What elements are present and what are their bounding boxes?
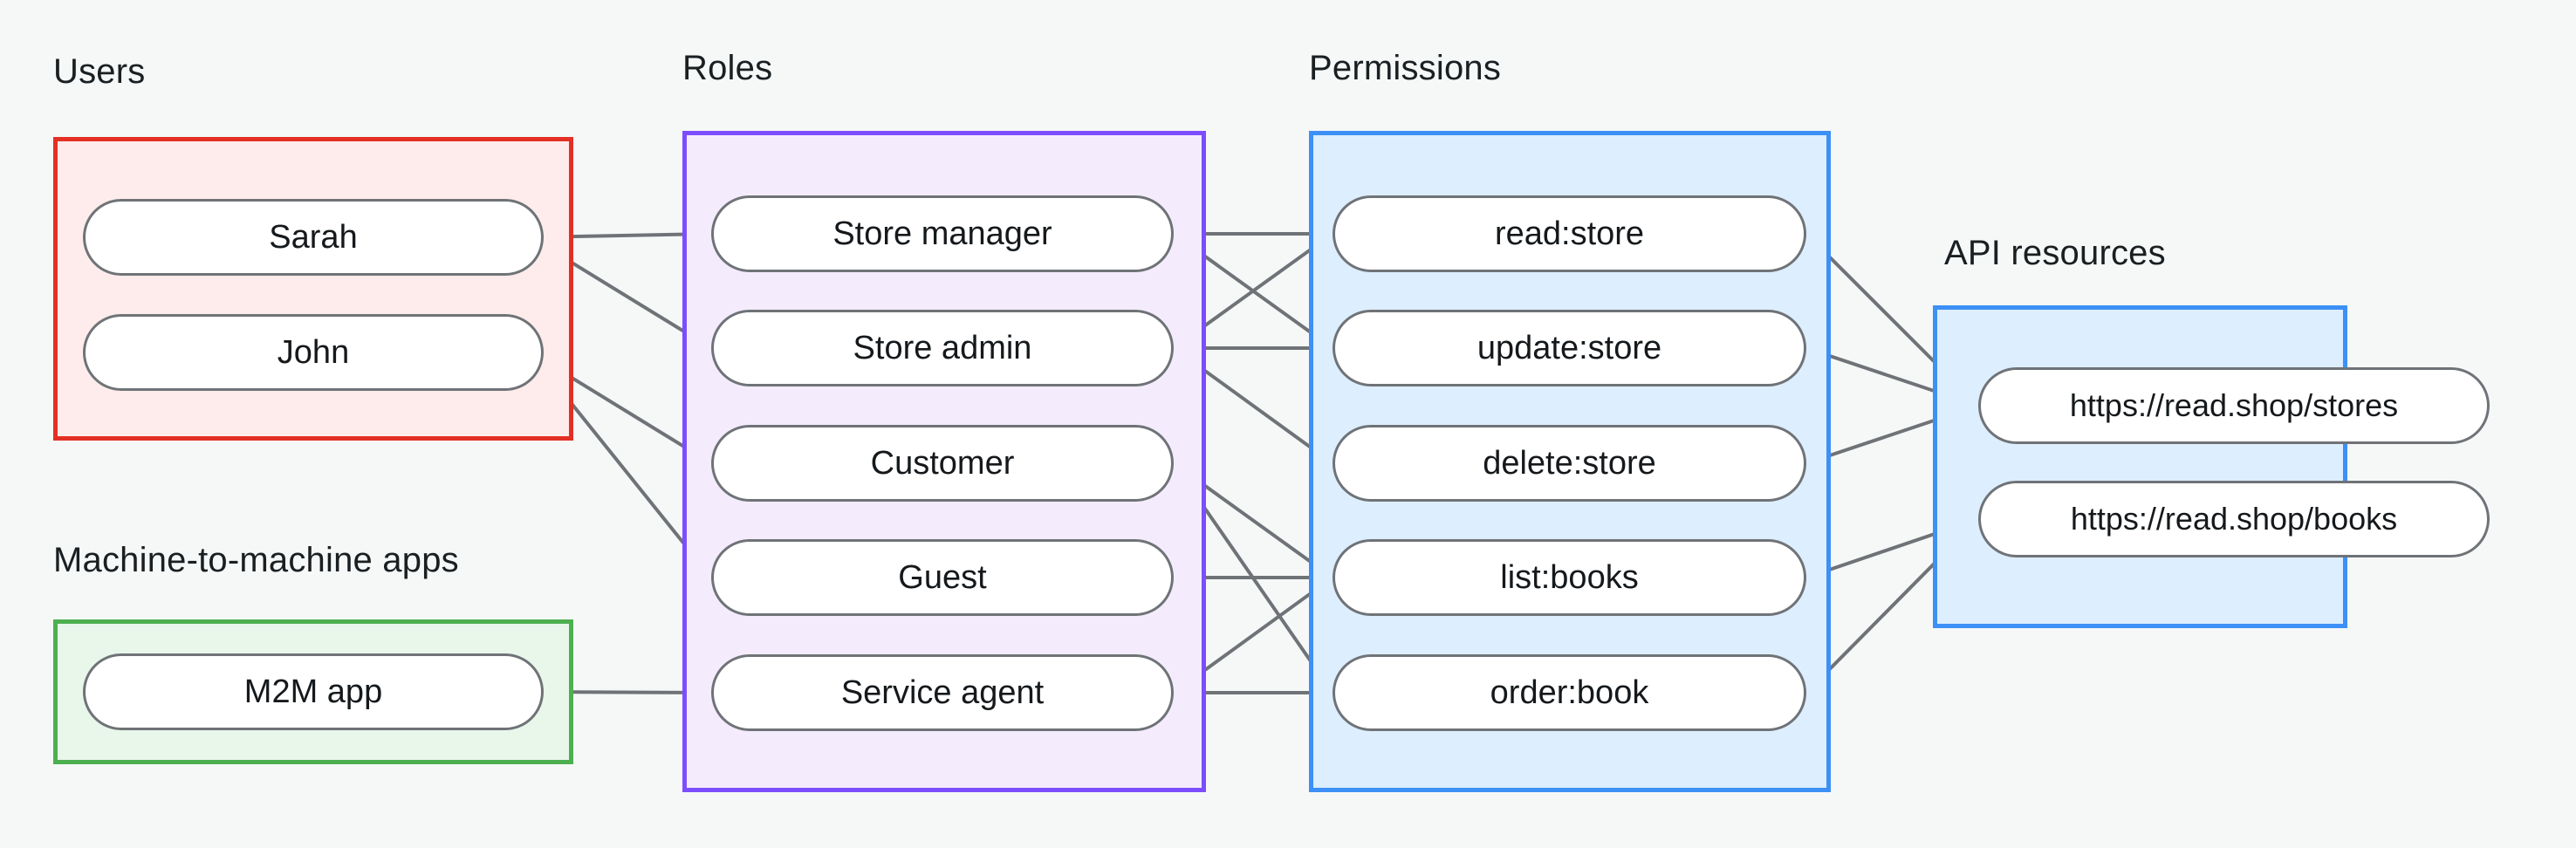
node-res-stores[interactable]: https://read.shop/stores — [1978, 367, 2490, 444]
node-label: list:books — [1500, 558, 1639, 596]
group-container-users — [53, 137, 573, 441]
node-customer[interactable]: Customer — [711, 425, 1174, 502]
group-label-users: Users — [53, 52, 146, 91]
node-label: Guest — [898, 558, 987, 596]
node-res-books[interactable]: https://read.shop/books — [1978, 481, 2490, 557]
node-label: Customer — [870, 444, 1015, 482]
node-label: update:store — [1476, 329, 1662, 366]
node-m2m-app[interactable]: M2M app — [83, 653, 544, 730]
node-store-manager[interactable]: Store manager — [711, 195, 1174, 272]
node-label: Store admin — [853, 329, 1032, 366]
node-order-book[interactable]: order:book — [1333, 654, 1806, 731]
node-label: M2M app — [243, 673, 383, 710]
node-read-store[interactable]: read:store — [1333, 195, 1806, 272]
node-label: Sarah — [269, 218, 358, 256]
node-label: https://read.shop/stores — [2069, 387, 2399, 423]
group-label-machine-to-machine-apps: Machine-to-machine apps — [53, 541, 459, 579]
node-update-store[interactable]: update:store — [1333, 310, 1806, 386]
node-label: John — [277, 333, 350, 371]
node-sarah[interactable]: Sarah — [83, 199, 544, 276]
node-john[interactable]: John — [83, 314, 544, 391]
group-container-api-resources — [1933, 305, 2347, 628]
group-label-roles: Roles — [682, 49, 773, 87]
group-label-permissions: Permissions — [1309, 49, 1502, 87]
node-label: https://read.shop/books — [2070, 501, 2398, 537]
group-label-api-resources: API resources — [1944, 234, 2166, 272]
node-service-agent[interactable]: Service agent — [711, 654, 1174, 731]
node-store-admin[interactable]: Store admin — [711, 310, 1174, 386]
node-list-books[interactable]: list:books — [1333, 539, 1806, 616]
node-label: order:book — [1490, 674, 1649, 711]
node-delete-store[interactable]: delete:store — [1333, 425, 1806, 502]
node-label: Store manager — [832, 215, 1052, 252]
node-label: delete:store — [1483, 444, 1656, 482]
node-label: read:store — [1494, 215, 1645, 252]
node-label: Service agent — [840, 674, 1045, 711]
node-guest[interactable]: Guest — [711, 539, 1174, 616]
